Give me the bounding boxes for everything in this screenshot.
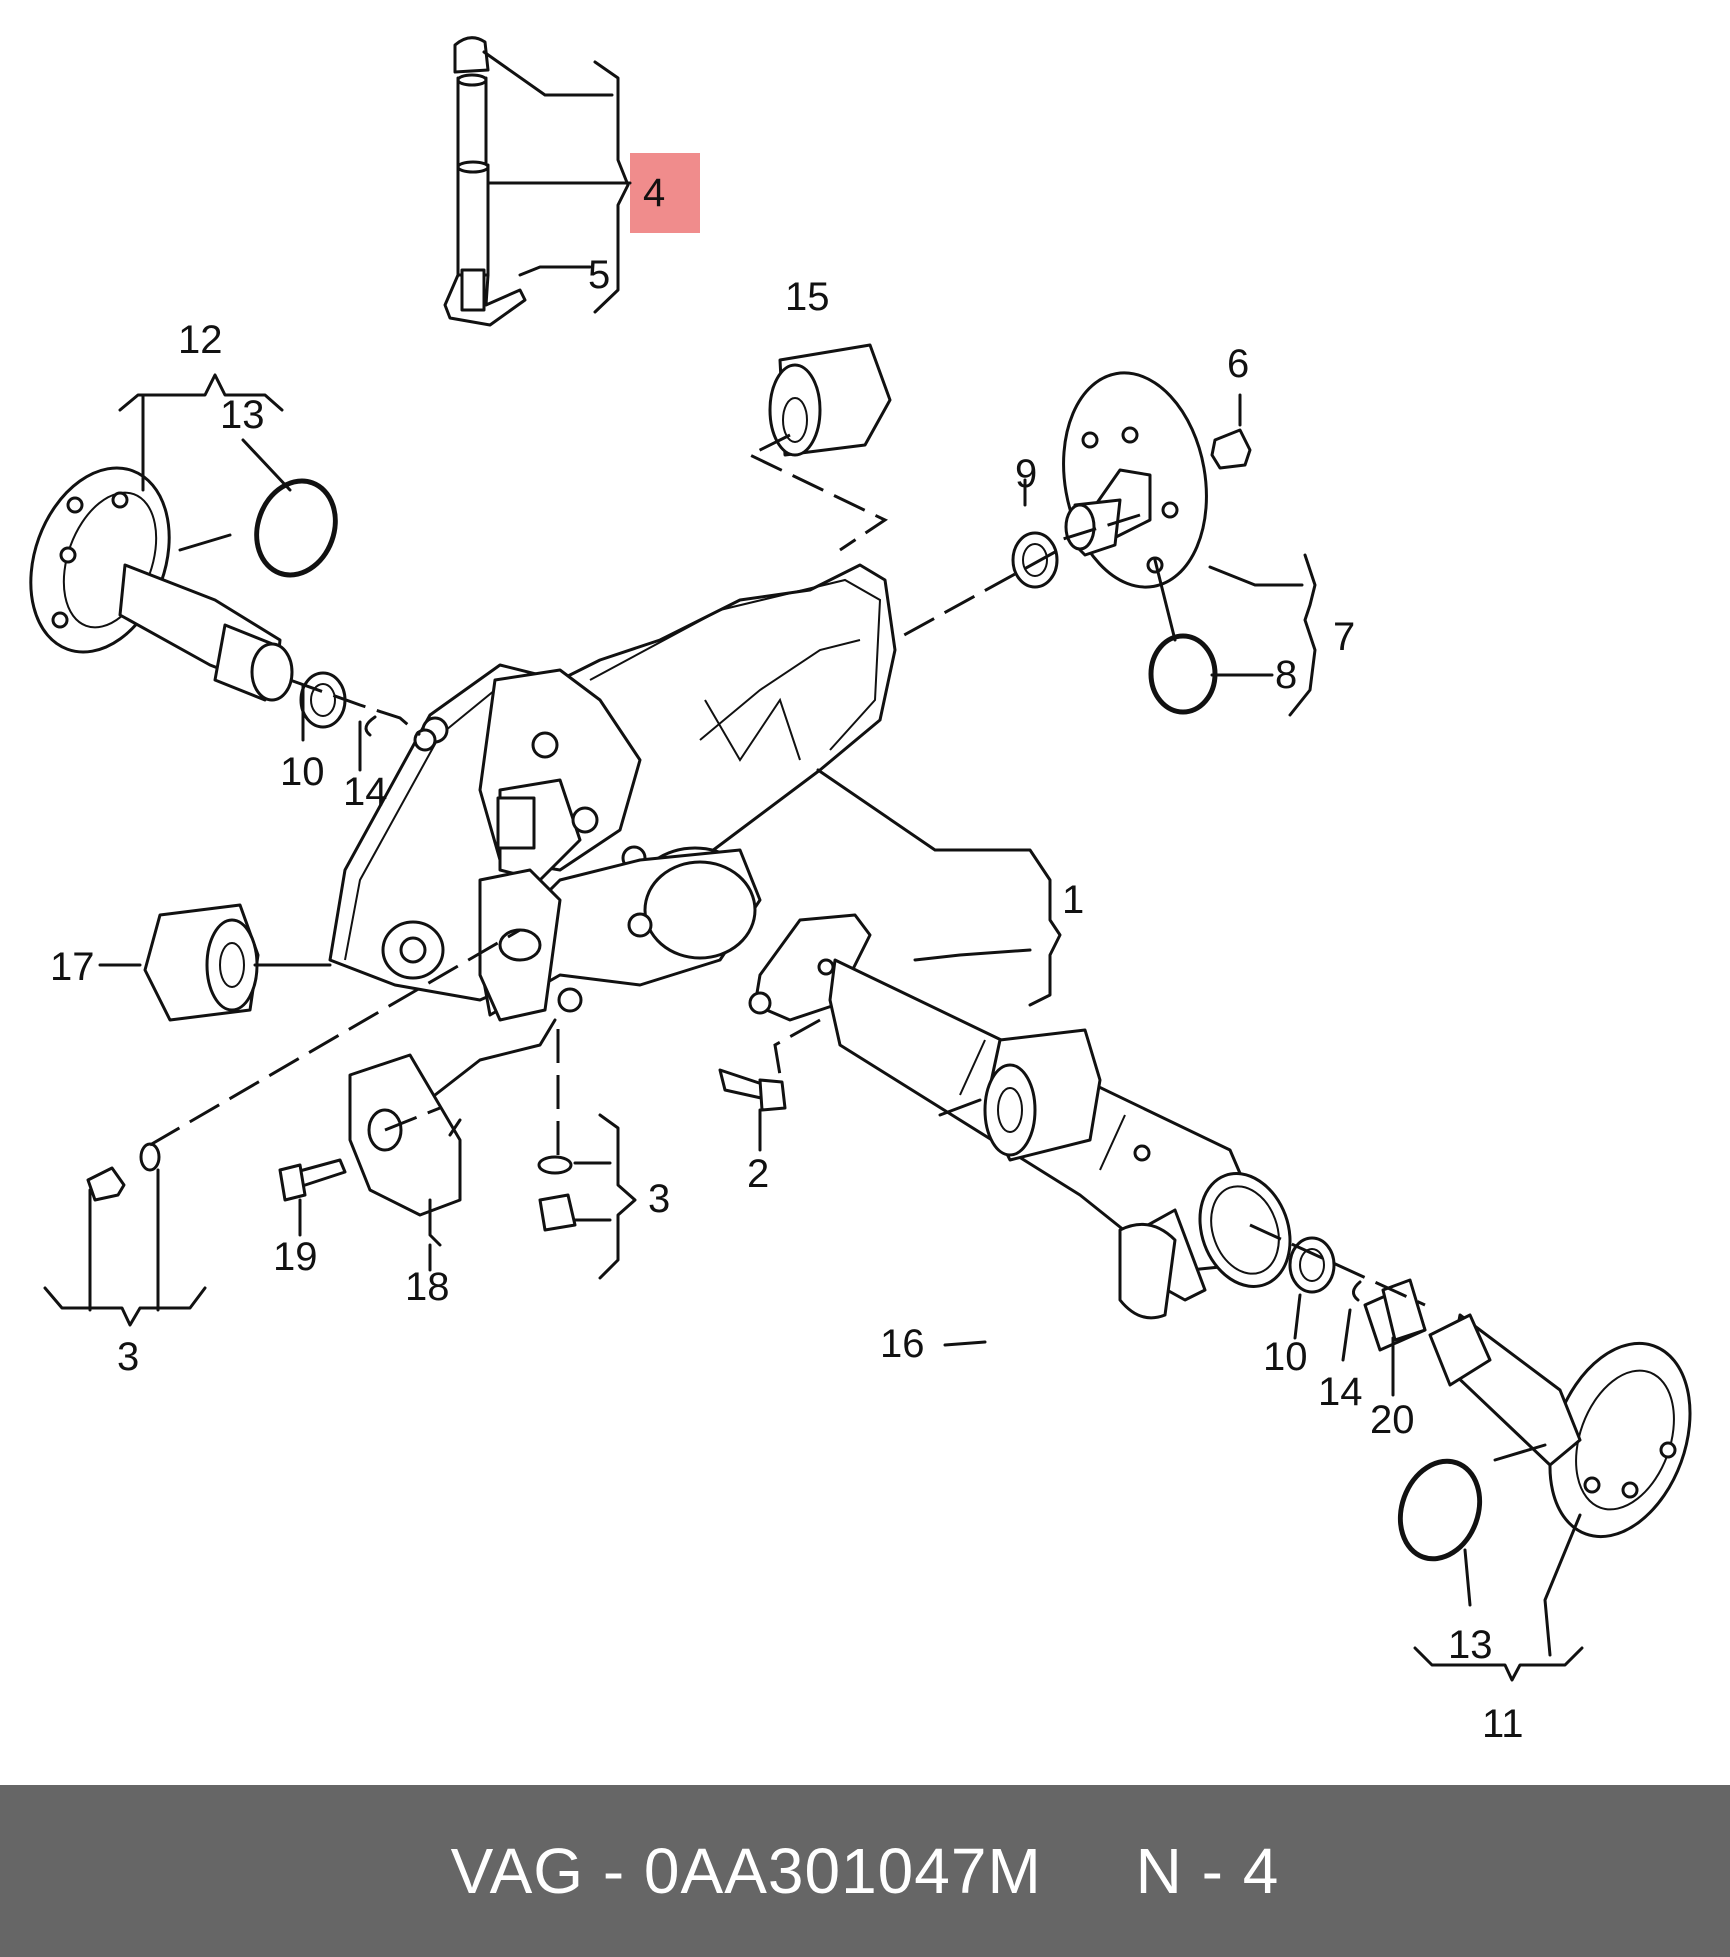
leader-lines — [43, 373, 1584, 1682]
flange-right — [1062, 371, 1252, 589]
callout-8: 8 — [1275, 653, 1297, 697]
callout-3-left: 3 — [117, 1335, 139, 1379]
callout-labels: 1 2 3 3 4 5 6 7 8 9 10 10 11 12 13 13 14… — [50, 171, 1524, 1746]
callout-19: 19 — [273, 1235, 318, 1279]
part-number-text: VAG - 0AA301047M N - 4 — [450, 1835, 1280, 1907]
callout-14-right: 14 — [1318, 1370, 1363, 1414]
callout-4: 4 — [643, 171, 665, 215]
callout-13-upper: 13 — [220, 393, 265, 437]
callout-6: 6 — [1227, 342, 1249, 386]
callout-3-right: 3 — [648, 1177, 670, 1221]
callout-10-left: 10 — [280, 750, 325, 794]
small-hardware — [86, 478, 1483, 1562]
exploded-parts-diagram: 1 2 3 3 4 5 6 7 8 9 10 10 11 12 13 13 14… — [29, 36, 1692, 1746]
callout-17: 17 — [50, 945, 95, 989]
callout-18: 18 — [405, 1265, 450, 1309]
highlight-box — [630, 153, 700, 233]
callout-13-lower: 13 — [1448, 1623, 1493, 1667]
callout-14-left: 14 — [343, 770, 388, 814]
flange-lower-right — [1363, 1283, 1692, 1539]
callout-12: 12 — [178, 318, 223, 362]
axle-housing — [328, 563, 897, 1022]
callout-1: 1 — [1062, 878, 1084, 922]
callout-2: 2 — [747, 1152, 769, 1196]
callout-11: 11 — [1482, 1702, 1524, 1746]
breather-assembly — [443, 36, 632, 327]
callout-10-right: 10 — [1263, 1335, 1308, 1379]
callout-16: 16 — [880, 1322, 925, 1366]
callout-20: 20 — [1370, 1398, 1415, 1442]
flange-left — [29, 466, 294, 702]
part-number-footer: VAG - 0AA301047M N - 4 — [0, 1785, 1730, 1957]
rubber-bushes — [143, 343, 1102, 1217]
callout-9: 9 — [1015, 452, 1037, 496]
callout-7: 7 — [1333, 615, 1355, 659]
callout-5: 5 — [588, 253, 610, 297]
callout-15: 15 — [785, 275, 830, 319]
assembly-lines — [149, 433, 1426, 1307]
